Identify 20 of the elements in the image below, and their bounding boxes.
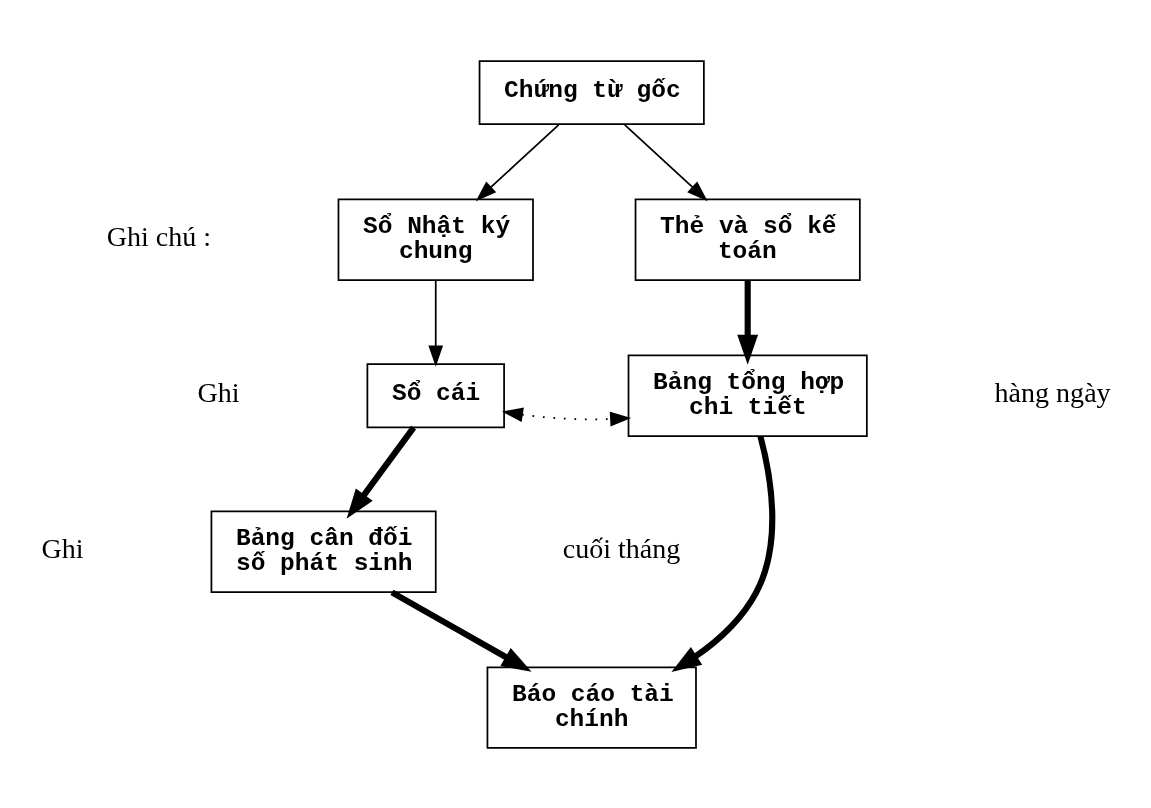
node-box: Sổ cái [366,362,505,428]
node-box: Chứng từ gốc [478,59,705,125]
node-box: Sổ Nhật ký chung [337,198,534,281]
arrow [390,589,532,672]
arrow [346,425,417,519]
node-box: Báo cáo tài chính [486,666,697,749]
label: Ghi chú : [106,220,212,252]
label: Ghi [197,376,240,408]
arrow [737,280,759,365]
arrow [501,407,632,426]
node-box: Bảng tổng hợp chi tiết [627,354,868,437]
node-box: Thẻ và sổ kế toán [634,198,861,281]
arrow [671,435,776,672]
label: cuối tháng [562,532,681,564]
arrow [475,123,560,201]
label: Ghi [41,532,84,564]
arrow [623,123,708,201]
arrow [428,279,444,367]
node-box: Bảng cân đối số phát sinh [210,510,437,593]
label: hàng ngày [994,376,1111,408]
